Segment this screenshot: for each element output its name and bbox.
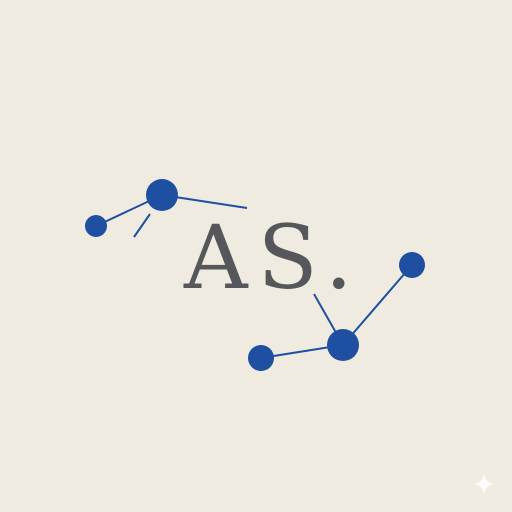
network-node: [85, 215, 107, 237]
network-graph-bottom-right: [248, 252, 425, 371]
network-node: [248, 345, 274, 371]
logo-wordmark: AS.: [184, 206, 363, 309]
sparkle-icon: [474, 474, 494, 494]
network-node: [399, 252, 425, 278]
connector-line: [133, 213, 151, 238]
connector-line: [342, 264, 413, 346]
network-node: [327, 329, 359, 361]
network-node: [146, 179, 178, 211]
network-graph-top-left: [85, 179, 248, 238]
